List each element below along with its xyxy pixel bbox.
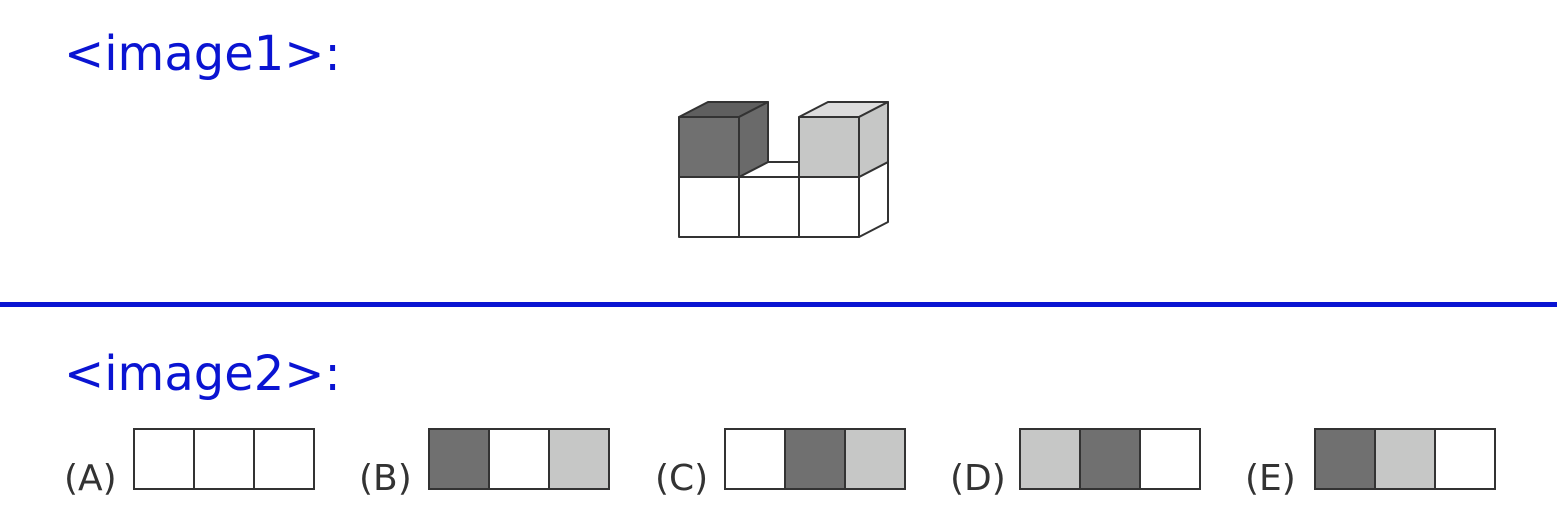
option-cell-white [133,428,195,490]
bottom-cube-3-front [798,176,860,238]
cube-figure [678,101,889,238]
option-e[interactable]: (E) [1245,428,1496,499]
option-cell-light [1019,428,1081,490]
image1-label: <image1>: [64,26,341,82]
option-cell-dark [428,428,490,490]
option-cell-dark [1314,428,1376,490]
option-cell-white [253,428,315,490]
option-letter: (C) [655,458,708,499]
option-letter: (B) [359,458,412,499]
option-c[interactable]: (C) [655,428,906,499]
option-cell-white [1139,428,1201,490]
option-letter: (E) [1245,458,1296,499]
option-a[interactable]: (A) [64,428,315,499]
section-divider [0,302,1557,307]
option-cell-light [548,428,610,490]
option-cell-white [724,428,786,490]
dark-cube-front [678,116,740,178]
image2-label: <image2>: [64,346,341,402]
option-cell-dark [1079,428,1141,490]
option-cell-white [488,428,550,490]
light-cube-front [798,116,860,178]
option-cell-dark [784,428,846,490]
bottom-cube-1-front [678,176,740,238]
option-b[interactable]: (B) [359,428,610,499]
option-cell-light [844,428,906,490]
option-cell-white [1434,428,1496,490]
option-cell-white [193,428,255,490]
option-d[interactable]: (D) [950,428,1201,499]
option-cell-light [1374,428,1436,490]
option-letter: (D) [950,458,1006,499]
option-letter: (A) [64,458,117,499]
